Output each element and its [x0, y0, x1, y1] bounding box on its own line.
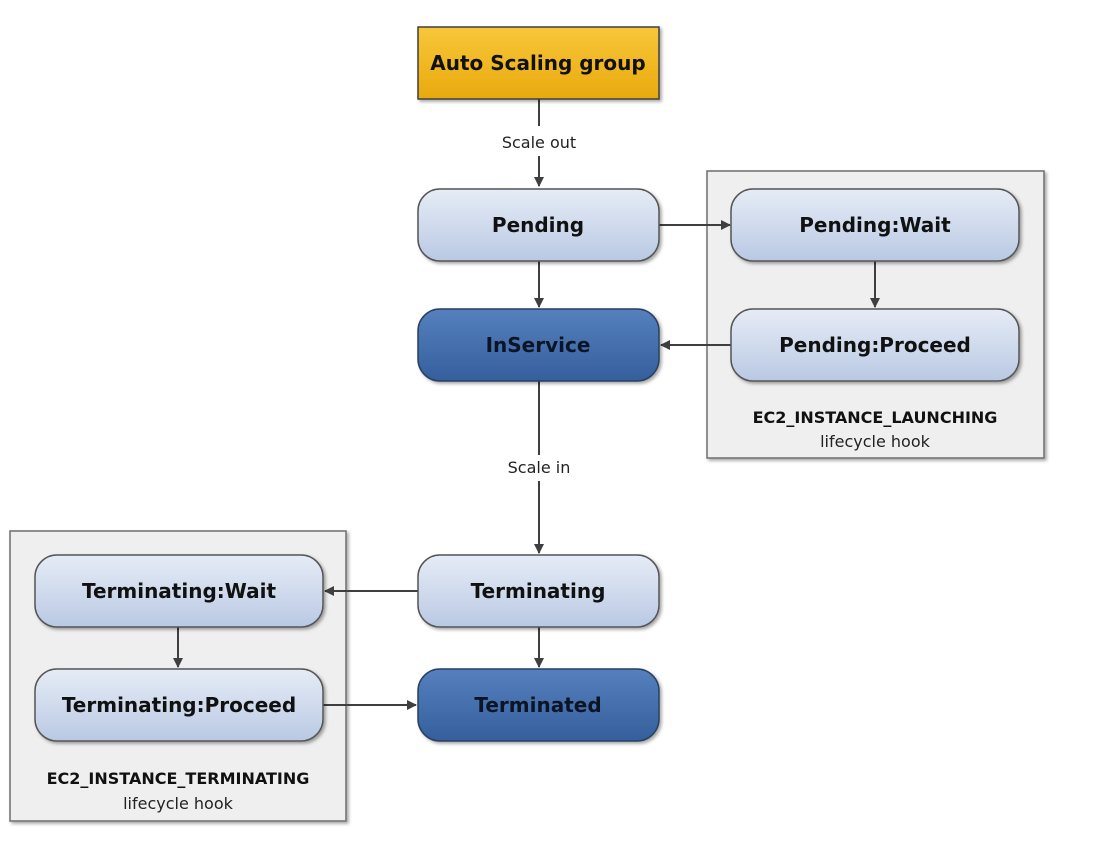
terminating-proceed-node: Terminating:Proceed: [34, 668, 324, 742]
terminated-label: Terminated: [474, 693, 601, 717]
pending-proceed-node: Pending:Proceed: [730, 308, 1020, 382]
inservice-node: InService: [417, 308, 660, 382]
terminating-wait-node: Terminating:Wait: [34, 554, 324, 628]
terminating-proceed-label: Terminating:Proceed: [62, 693, 296, 717]
scale-out-label: Scale out: [502, 133, 576, 152]
pending-wait-label: Pending:Wait: [799, 213, 951, 237]
pending-node: Pending: [417, 188, 660, 262]
terminated-node: Terminated: [417, 668, 660, 742]
auto-scaling-group-node: Auto Scaling group: [417, 26, 660, 100]
terminating-hook-title: EC2_INSTANCE_TERMINATING: [47, 769, 310, 788]
pending-proceed-label: Pending:Proceed: [779, 333, 971, 357]
launching-hook-title: EC2_INSTANCE_LAUNCHING: [753, 408, 998, 427]
inservice-label: InService: [486, 333, 591, 357]
auto-scaling-group-label: Auto Scaling group: [430, 51, 645, 75]
pending-wait-node: Pending:Wait: [730, 188, 1020, 262]
launching-hook-subtitle: lifecycle hook: [820, 432, 931, 451]
scale-in-label: Scale in: [508, 458, 571, 477]
terminating-node: Terminating: [417, 554, 660, 628]
terminating-label: Terminating: [471, 579, 606, 603]
terminating-hook-subtitle: lifecycle hook: [123, 794, 234, 813]
pending-label: Pending: [492, 213, 584, 237]
terminating-wait-label: Terminating:Wait: [82, 579, 277, 603]
